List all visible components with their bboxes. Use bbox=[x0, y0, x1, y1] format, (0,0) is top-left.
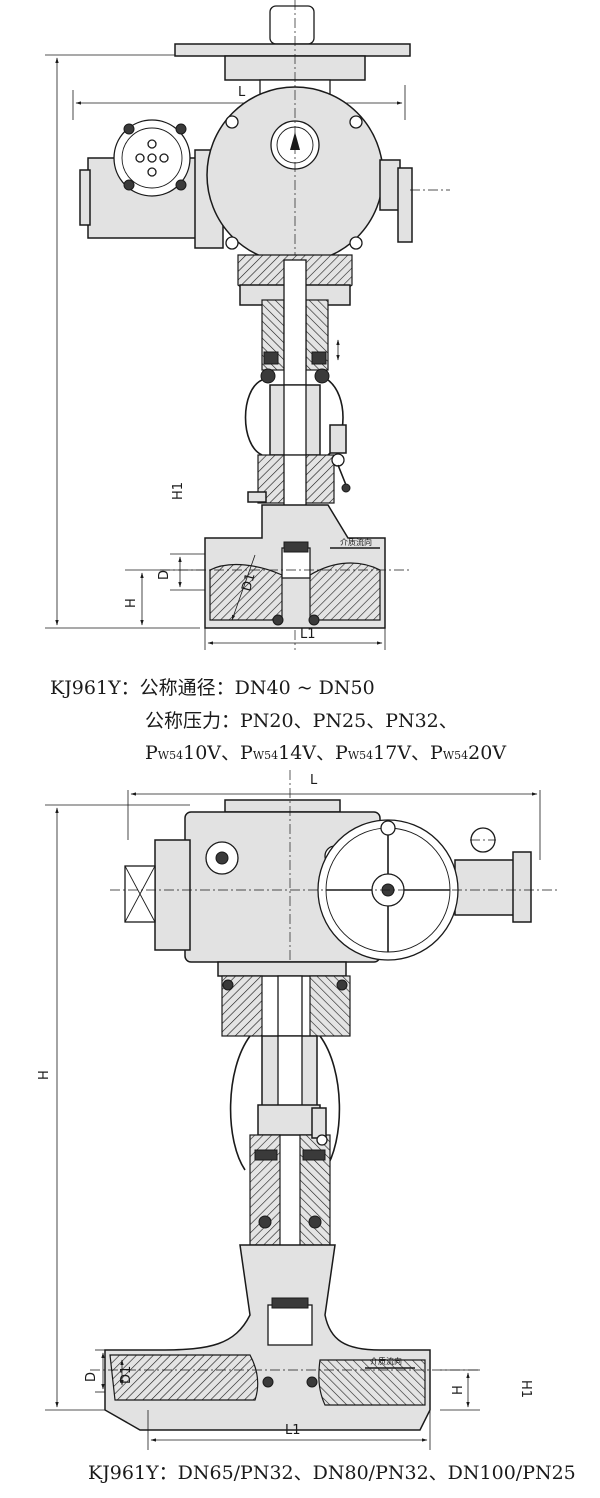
top-D-label: D bbox=[157, 570, 172, 580]
top-caption-line-2: 公称压力：PN20、PN25、PN32、 bbox=[145, 706, 458, 733]
handwheel-assembly bbox=[174, 5, 411, 99]
pw-sub: W54 bbox=[252, 749, 279, 762]
pw-p: P bbox=[430, 742, 443, 764]
bottom-flow-label: 介质流向 bbox=[370, 1356, 402, 1366]
bonnet-pillar bbox=[244, 379, 344, 461]
bottom-caption: KJ961Y：DN65/PN32、DN80/PN32、DN100/PN25 bbox=[88, 1462, 576, 1484]
top-H1-dimension: H1 bbox=[171, 482, 186, 500]
top-caption-line-3: PW5410V、PW5414V、PW5417V、PW5420V bbox=[145, 738, 506, 765]
bottom-valve-drawing: L H bbox=[37, 770, 560, 1450]
top-L-dimension: L bbox=[72, 85, 406, 120]
pw-sub: W54 bbox=[442, 749, 469, 762]
bottom-L1-dimension: L1 bbox=[147, 1410, 431, 1450]
bottom-port-dimensions: D D1 bbox=[84, 1349, 134, 1393]
overall-height-dimension bbox=[45, 54, 200, 629]
pw-sub: W54 bbox=[347, 749, 374, 762]
pw-sub: W54 bbox=[157, 749, 184, 762]
top-dn-label: 公称通径： bbox=[139, 677, 235, 699]
pw-p: P bbox=[335, 742, 348, 764]
pw-value: 20V bbox=[468, 742, 507, 764]
bottom-D-label: D bbox=[84, 1372, 99, 1382]
top-L-label: L bbox=[238, 85, 246, 100]
yoke-section bbox=[237, 254, 353, 461]
bottom-L-dimension: L bbox=[127, 773, 541, 860]
top-H1-label: H1 bbox=[171, 482, 186, 500]
bottom-D1-label: D1 bbox=[119, 1366, 134, 1384]
bottom-flow-direction: 介质流向 bbox=[365, 1356, 415, 1369]
top-pn-label: 公称压力： bbox=[145, 710, 241, 732]
top-model: KJ961Y： bbox=[50, 677, 140, 699]
bottom-L1-label: L1 bbox=[285, 1423, 301, 1438]
pw-value: 10V、 bbox=[183, 742, 241, 764]
top-port-dimensions: D D1 H bbox=[124, 553, 259, 626]
actuator-housing bbox=[206, 86, 450, 264]
bottom-H-small-label: H bbox=[451, 1385, 466, 1395]
top-D1-label: D1 bbox=[239, 571, 258, 593]
bottom-L-label: L bbox=[310, 773, 318, 788]
top-flow-direction: 介质流向 bbox=[330, 537, 380, 549]
top-L1-label: L1 bbox=[300, 627, 316, 642]
motor-unit bbox=[79, 119, 224, 249]
top-H-label: H bbox=[124, 598, 139, 608]
bottom-valve-body bbox=[90, 1244, 480, 1431]
top-dn-value: DN40 ~ DN50 bbox=[234, 677, 375, 699]
bottom-H-label: H bbox=[37, 1070, 52, 1080]
pw-value: 17V、 bbox=[373, 742, 431, 764]
valve-body bbox=[160, 504, 410, 629]
pw-p: P bbox=[240, 742, 253, 764]
bottom-right-dimensions: H H1 bbox=[440, 1369, 533, 1411]
bottom-H1-label: H1 bbox=[518, 1380, 533, 1398]
top-flow-label: 介质流向 bbox=[340, 537, 372, 547]
top-pn-value: PN20、PN25、PN32、 bbox=[240, 710, 458, 732]
top-L1-dimension: L1 bbox=[204, 627, 386, 650]
pw-value: 14V、 bbox=[278, 742, 336, 764]
pw-p: P bbox=[145, 742, 158, 764]
top-valve-drawing: L bbox=[45, 0, 450, 650]
top-caption-line-1: KJ961Y：公称通径：DN40 ~ DN50 bbox=[50, 673, 375, 700]
bottom-bonnet bbox=[249, 1104, 331, 1246]
